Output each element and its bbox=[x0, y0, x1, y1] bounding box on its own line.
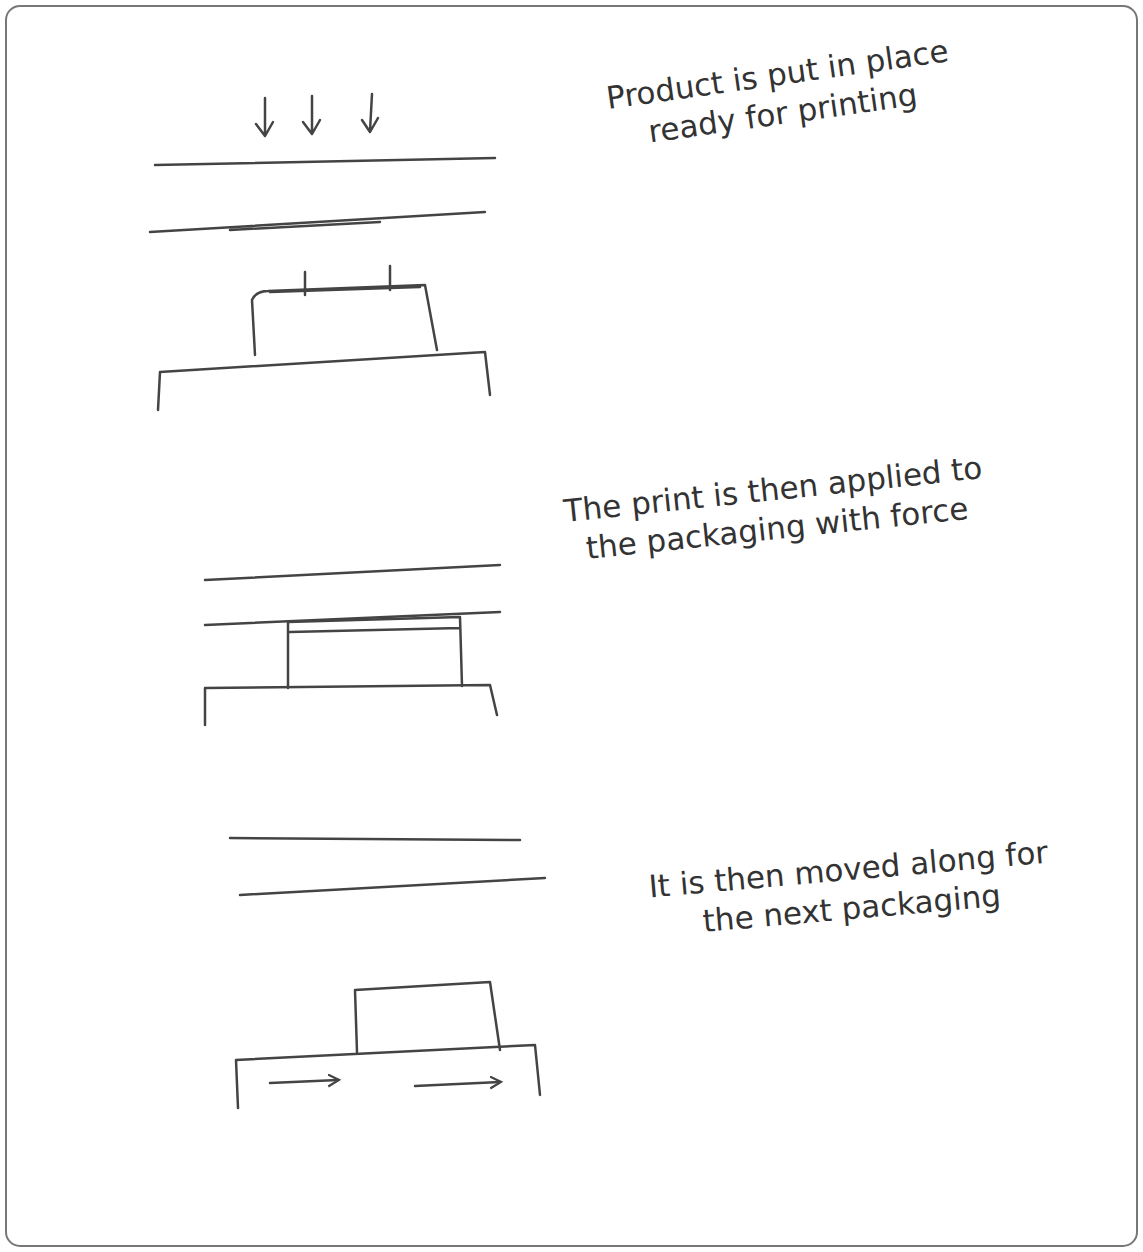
print-plate bbox=[205, 565, 500, 580]
print-plate bbox=[230, 838, 520, 840]
handwritten-note: It is then moved along for the next pack… bbox=[622, 831, 1077, 947]
conveyor-base bbox=[158, 352, 490, 410]
motion-arrow bbox=[415, 1082, 500, 1086]
handwritten-note: The print is then applied to the packagi… bbox=[537, 446, 1013, 572]
conveyor-base bbox=[205, 685, 497, 725]
print-plate bbox=[205, 612, 500, 625]
product-box bbox=[288, 617, 462, 688]
product-box bbox=[252, 285, 437, 355]
product-box bbox=[355, 982, 500, 1052]
conveyor-base bbox=[236, 1045, 540, 1108]
downward-arrows bbox=[256, 94, 378, 136]
print-plate bbox=[150, 212, 485, 232]
print-plate bbox=[240, 878, 545, 895]
handwritten-note: Product is put in place ready for printi… bbox=[567, 26, 994, 161]
page-frame bbox=[6, 6, 1137, 1246]
print-plate bbox=[155, 158, 495, 165]
motion-arrow bbox=[270, 1080, 338, 1083]
